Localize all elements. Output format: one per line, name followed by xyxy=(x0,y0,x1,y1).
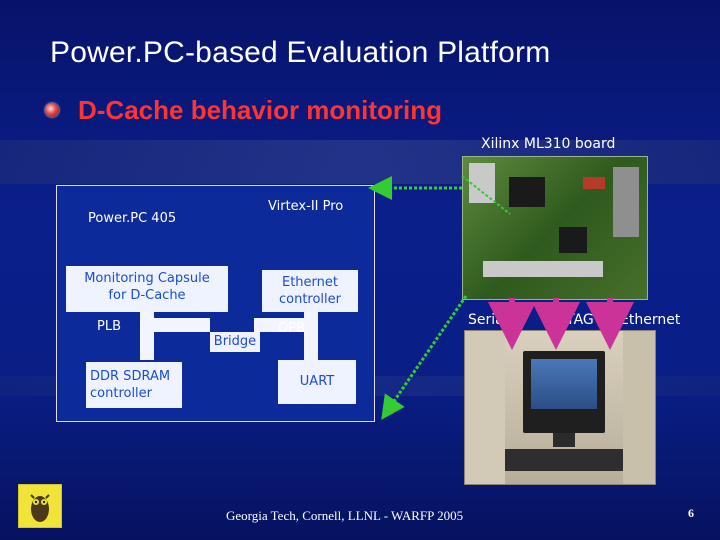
port-label-ethernet: Ethernet xyxy=(620,312,681,328)
ml310-board-photo xyxy=(462,156,648,300)
ethernet-controller-line1: Ethernet xyxy=(282,275,338,290)
monitor-stand xyxy=(553,433,575,447)
monitor-screen xyxy=(531,359,597,409)
board-connector xyxy=(483,261,603,277)
board-chip xyxy=(559,227,587,253)
plb-vertical-bus xyxy=(140,312,154,360)
ddr-sdram-controller-block: DDR SDRAM controller xyxy=(86,362,182,408)
ddr-sdram-line2: controller xyxy=(90,386,153,401)
bridge-block: Bridge xyxy=(210,332,260,352)
cpu-label: Power.PC 405 xyxy=(88,211,177,226)
uart-block: UART xyxy=(278,360,356,404)
board-connector xyxy=(469,163,495,203)
bullet-text: D-Cache behavior monitoring xyxy=(78,95,443,125)
port-label-serial: Serial xyxy=(468,312,508,328)
board-chip xyxy=(509,177,545,207)
ethernet-controller-block: Ethernet controller xyxy=(262,270,358,312)
monitoring-capsule-line1: Monitoring Capsule xyxy=(84,271,210,286)
monitoring-capsule-block: Monitoring Capsule for D-Cache xyxy=(66,266,228,312)
desk-wall xyxy=(465,331,505,484)
opb-vertical-bus xyxy=(304,312,318,360)
page-number: 6 xyxy=(688,506,694,520)
opb-label: OPB xyxy=(278,321,305,336)
board-connector xyxy=(613,167,639,237)
bullet-icon xyxy=(45,103,59,117)
board-label: Xilinx ML310 board xyxy=(481,136,616,152)
keyboard xyxy=(495,449,625,471)
owl-logo-svg xyxy=(30,494,50,522)
ethernet-controller-line2: controller xyxy=(278,292,342,307)
desk-wall xyxy=(623,331,655,484)
monitoring-capsule-line2: for D-Cache xyxy=(108,288,186,303)
host-pc-photo xyxy=(464,330,656,485)
plb-label: PLB xyxy=(97,319,122,334)
owl-logo-icon xyxy=(18,484,62,528)
port-label-jtag: JTAG xyxy=(562,312,594,328)
fpga-chip-label: Virtex-II Pro xyxy=(268,199,344,214)
board-chip xyxy=(583,177,605,189)
slide-title: Power.PC-based Evaluation Platform xyxy=(50,36,551,69)
footer-text: Georgia Tech, Cornell, LLNL - WARFP 2005 xyxy=(226,508,464,523)
plb-bus xyxy=(140,318,210,332)
ddr-sdram-line1: DDR SDRAM xyxy=(90,369,171,384)
opb-bus xyxy=(254,318,318,332)
